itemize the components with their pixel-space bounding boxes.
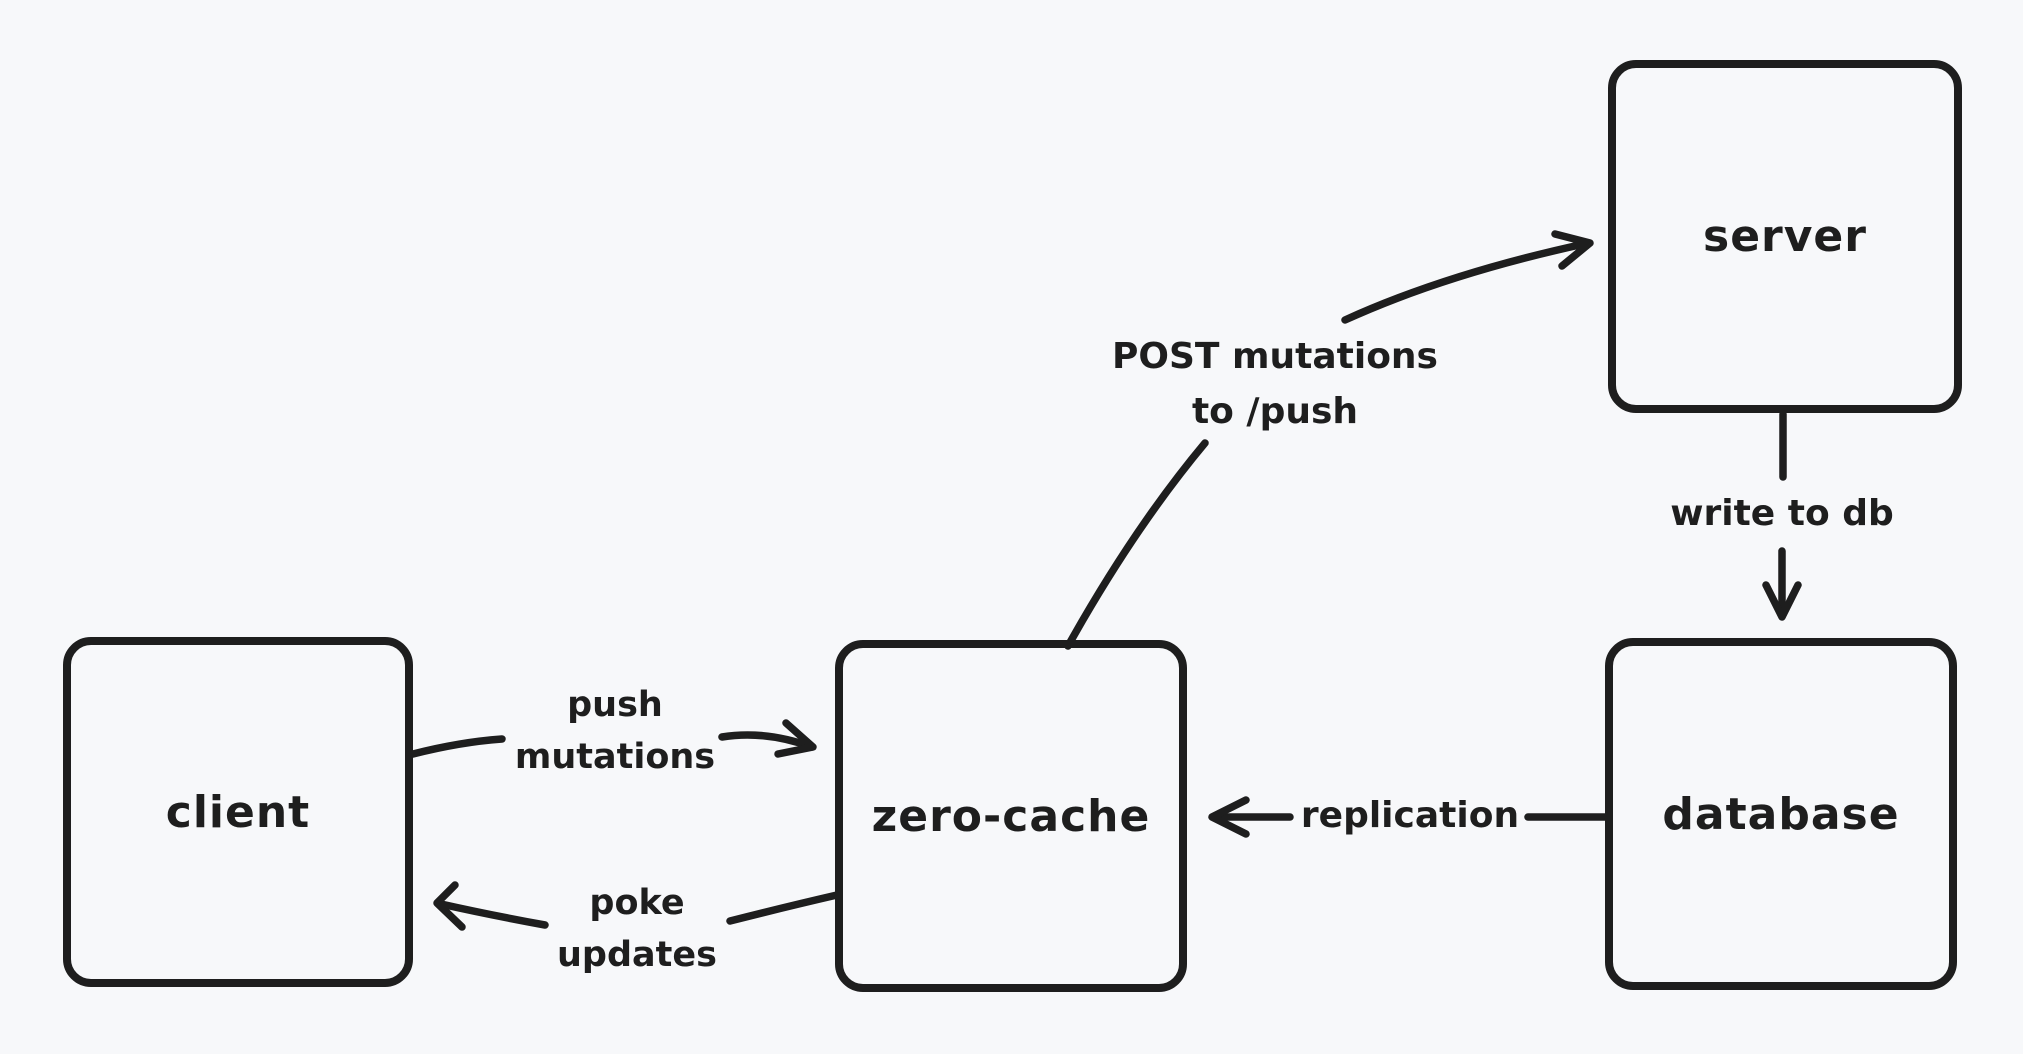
edge-post-mutations-line-end	[1341, 240, 1588, 324]
edge-label-push-mutations: push mutations	[465, 679, 765, 783]
edge-label-replication-line1: replication	[1300, 795, 1520, 836]
edge-push-mutations-arrowhead	[774, 719, 817, 758]
node-server: server	[1608, 60, 1962, 413]
edge-poke-updates-line-start	[726, 891, 841, 925]
edge-post-mutations-arrowhead	[1551, 230, 1594, 270]
edge-label-post-mutations: POST mutations to /push	[1075, 329, 1475, 439]
node-database: database	[1605, 638, 1957, 990]
edge-label-push-mutations-line2: mutations	[514, 737, 716, 777]
node-client-label: client	[165, 786, 311, 838]
edge-label-poke-updates: poke updates	[487, 877, 787, 981]
edge-label-poke-updates-line1: poke	[589, 883, 685, 923]
edge-label-replication: replication	[1210, 790, 1610, 842]
edge-replication-arrowhead	[1208, 796, 1250, 838]
edge-poke-updates-line-end	[437, 900, 549, 929]
edge-label-write-to-db-line1: write to db	[1670, 493, 1894, 534]
edge-push-mutations-line-start	[409, 735, 506, 758]
node-zero-cache-label: zero-cache	[871, 790, 1151, 842]
edge-push-mutations-line-end	[718, 731, 816, 751]
edge-label-push-mutations-line1: push	[567, 685, 663, 725]
edge-post-mutations-line-start	[1064, 439, 1209, 650]
node-zero-cache: zero-cache	[835, 640, 1187, 992]
node-database-label: database	[1662, 788, 1900, 840]
edge-label-poke-updates-line2: updates	[557, 935, 717, 975]
edge-label-write-to-db: write to db	[1582, 488, 1982, 540]
edge-label-post-mutations-line2: to /push	[1191, 391, 1359, 432]
edge-label-post-mutations-line1: POST mutations	[1112, 336, 1438, 377]
edge-write-to-db-arrowhead	[1762, 581, 1802, 621]
node-server-label: server	[1703, 211, 1867, 262]
edge-poke-updates-arrowhead	[433, 881, 466, 931]
node-client: client	[63, 637, 413, 987]
